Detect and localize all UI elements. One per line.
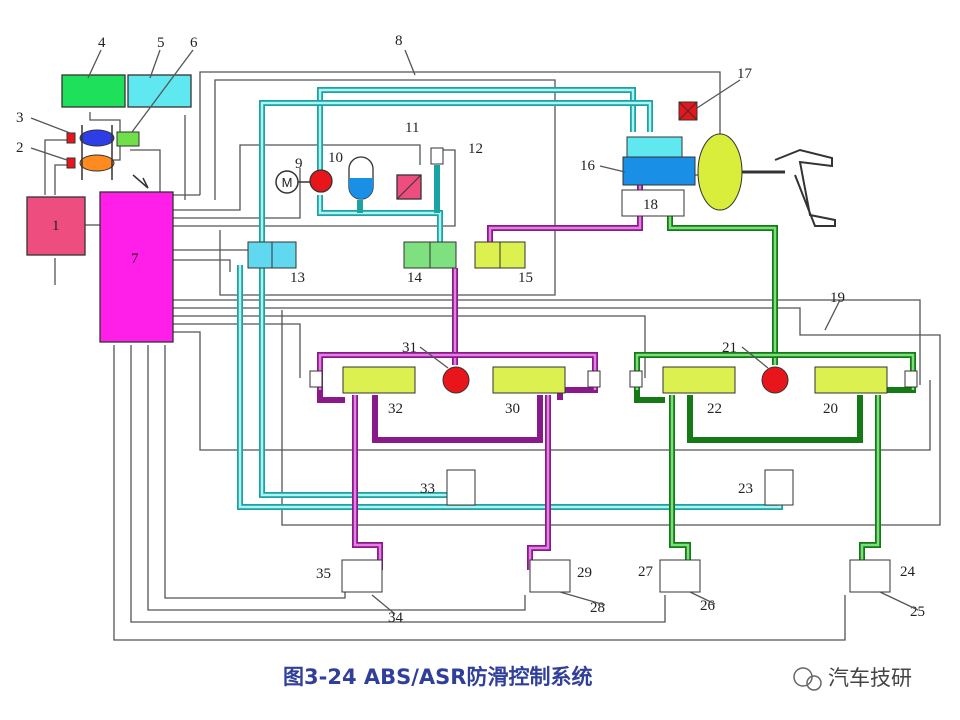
wheel-cylinder-29 xyxy=(529,559,571,593)
label-32: 32 xyxy=(388,401,403,417)
component-11 xyxy=(430,147,444,165)
pump-icon xyxy=(309,169,333,193)
label-21: 21 xyxy=(722,340,737,356)
modulator-bank-right xyxy=(629,366,918,394)
wheel-cylinder-35 xyxy=(341,559,383,593)
cyan-hydraulic-lines xyxy=(237,87,783,510)
label-24: 24 xyxy=(900,564,916,580)
box-4 xyxy=(61,74,126,108)
label-7: 7 xyxy=(131,251,139,267)
throttle-sensor-assembly xyxy=(66,125,149,189)
label-4: 4 xyxy=(98,35,106,51)
modulator-bank-left xyxy=(309,366,601,394)
label-34: 34 xyxy=(388,610,404,626)
leader-lines xyxy=(30,49,919,615)
figure-caption: 图3-24 ABS/ASR防滑控制系统 xyxy=(283,665,592,689)
label-3: 3 xyxy=(16,110,24,126)
wheel-cylinder-27 xyxy=(659,559,701,593)
controller-1 xyxy=(26,196,86,256)
reservoir-23 xyxy=(764,469,794,506)
watermark: 汽车技研 xyxy=(793,666,912,691)
watermark-text: 汽车技研 xyxy=(828,666,912,690)
label-23: 23 xyxy=(738,481,753,497)
valve-15 xyxy=(474,241,526,269)
accumulator-10 xyxy=(348,156,374,200)
label-27: 27 xyxy=(638,564,654,580)
valve-14 xyxy=(403,241,457,269)
label-8: 8 xyxy=(395,33,403,49)
component-18 xyxy=(621,189,685,217)
ecu-7 xyxy=(99,191,174,343)
box-5 xyxy=(127,74,192,108)
pump-21-icon xyxy=(761,366,789,394)
label-9: 9 xyxy=(295,156,303,172)
label-35: 35 xyxy=(316,566,331,582)
component-labels: 1 2 3 4 5 6 7 8 9 10 11 12 13 14 15 16 1… xyxy=(16,33,925,626)
label-14: 14 xyxy=(407,270,423,286)
label-15: 15 xyxy=(518,270,533,286)
label-22: 22 xyxy=(707,401,722,417)
signal-wiring xyxy=(44,71,941,641)
label-29: 29 xyxy=(577,565,592,581)
label-20: 20 xyxy=(823,401,838,417)
label-33: 33 xyxy=(420,481,435,497)
label-11: 11 xyxy=(405,120,419,136)
label-19: 19 xyxy=(830,290,845,306)
master-cylinder-16 xyxy=(622,133,836,227)
pump-31-icon xyxy=(442,366,470,394)
label-6: 6 xyxy=(190,35,198,51)
label-31: 31 xyxy=(402,340,417,356)
svg-text:M: M xyxy=(282,175,293,190)
green-hydraulic-lines xyxy=(634,190,916,570)
label-17: 17 xyxy=(737,66,753,82)
label-1: 1 xyxy=(52,218,60,234)
label-10: 10 xyxy=(328,150,343,166)
label-30: 30 xyxy=(505,401,520,417)
wheel-cylinder-24 xyxy=(849,559,891,593)
label-2: 2 xyxy=(16,140,24,156)
label-16: 16 xyxy=(580,158,596,174)
valve-13 xyxy=(247,241,297,269)
label-5: 5 xyxy=(157,35,165,51)
label-12: 12 xyxy=(468,141,483,157)
label-13: 13 xyxy=(290,270,305,286)
reservoir-33 xyxy=(446,469,476,506)
label-18: 18 xyxy=(643,197,658,213)
label-25: 25 xyxy=(910,604,925,620)
